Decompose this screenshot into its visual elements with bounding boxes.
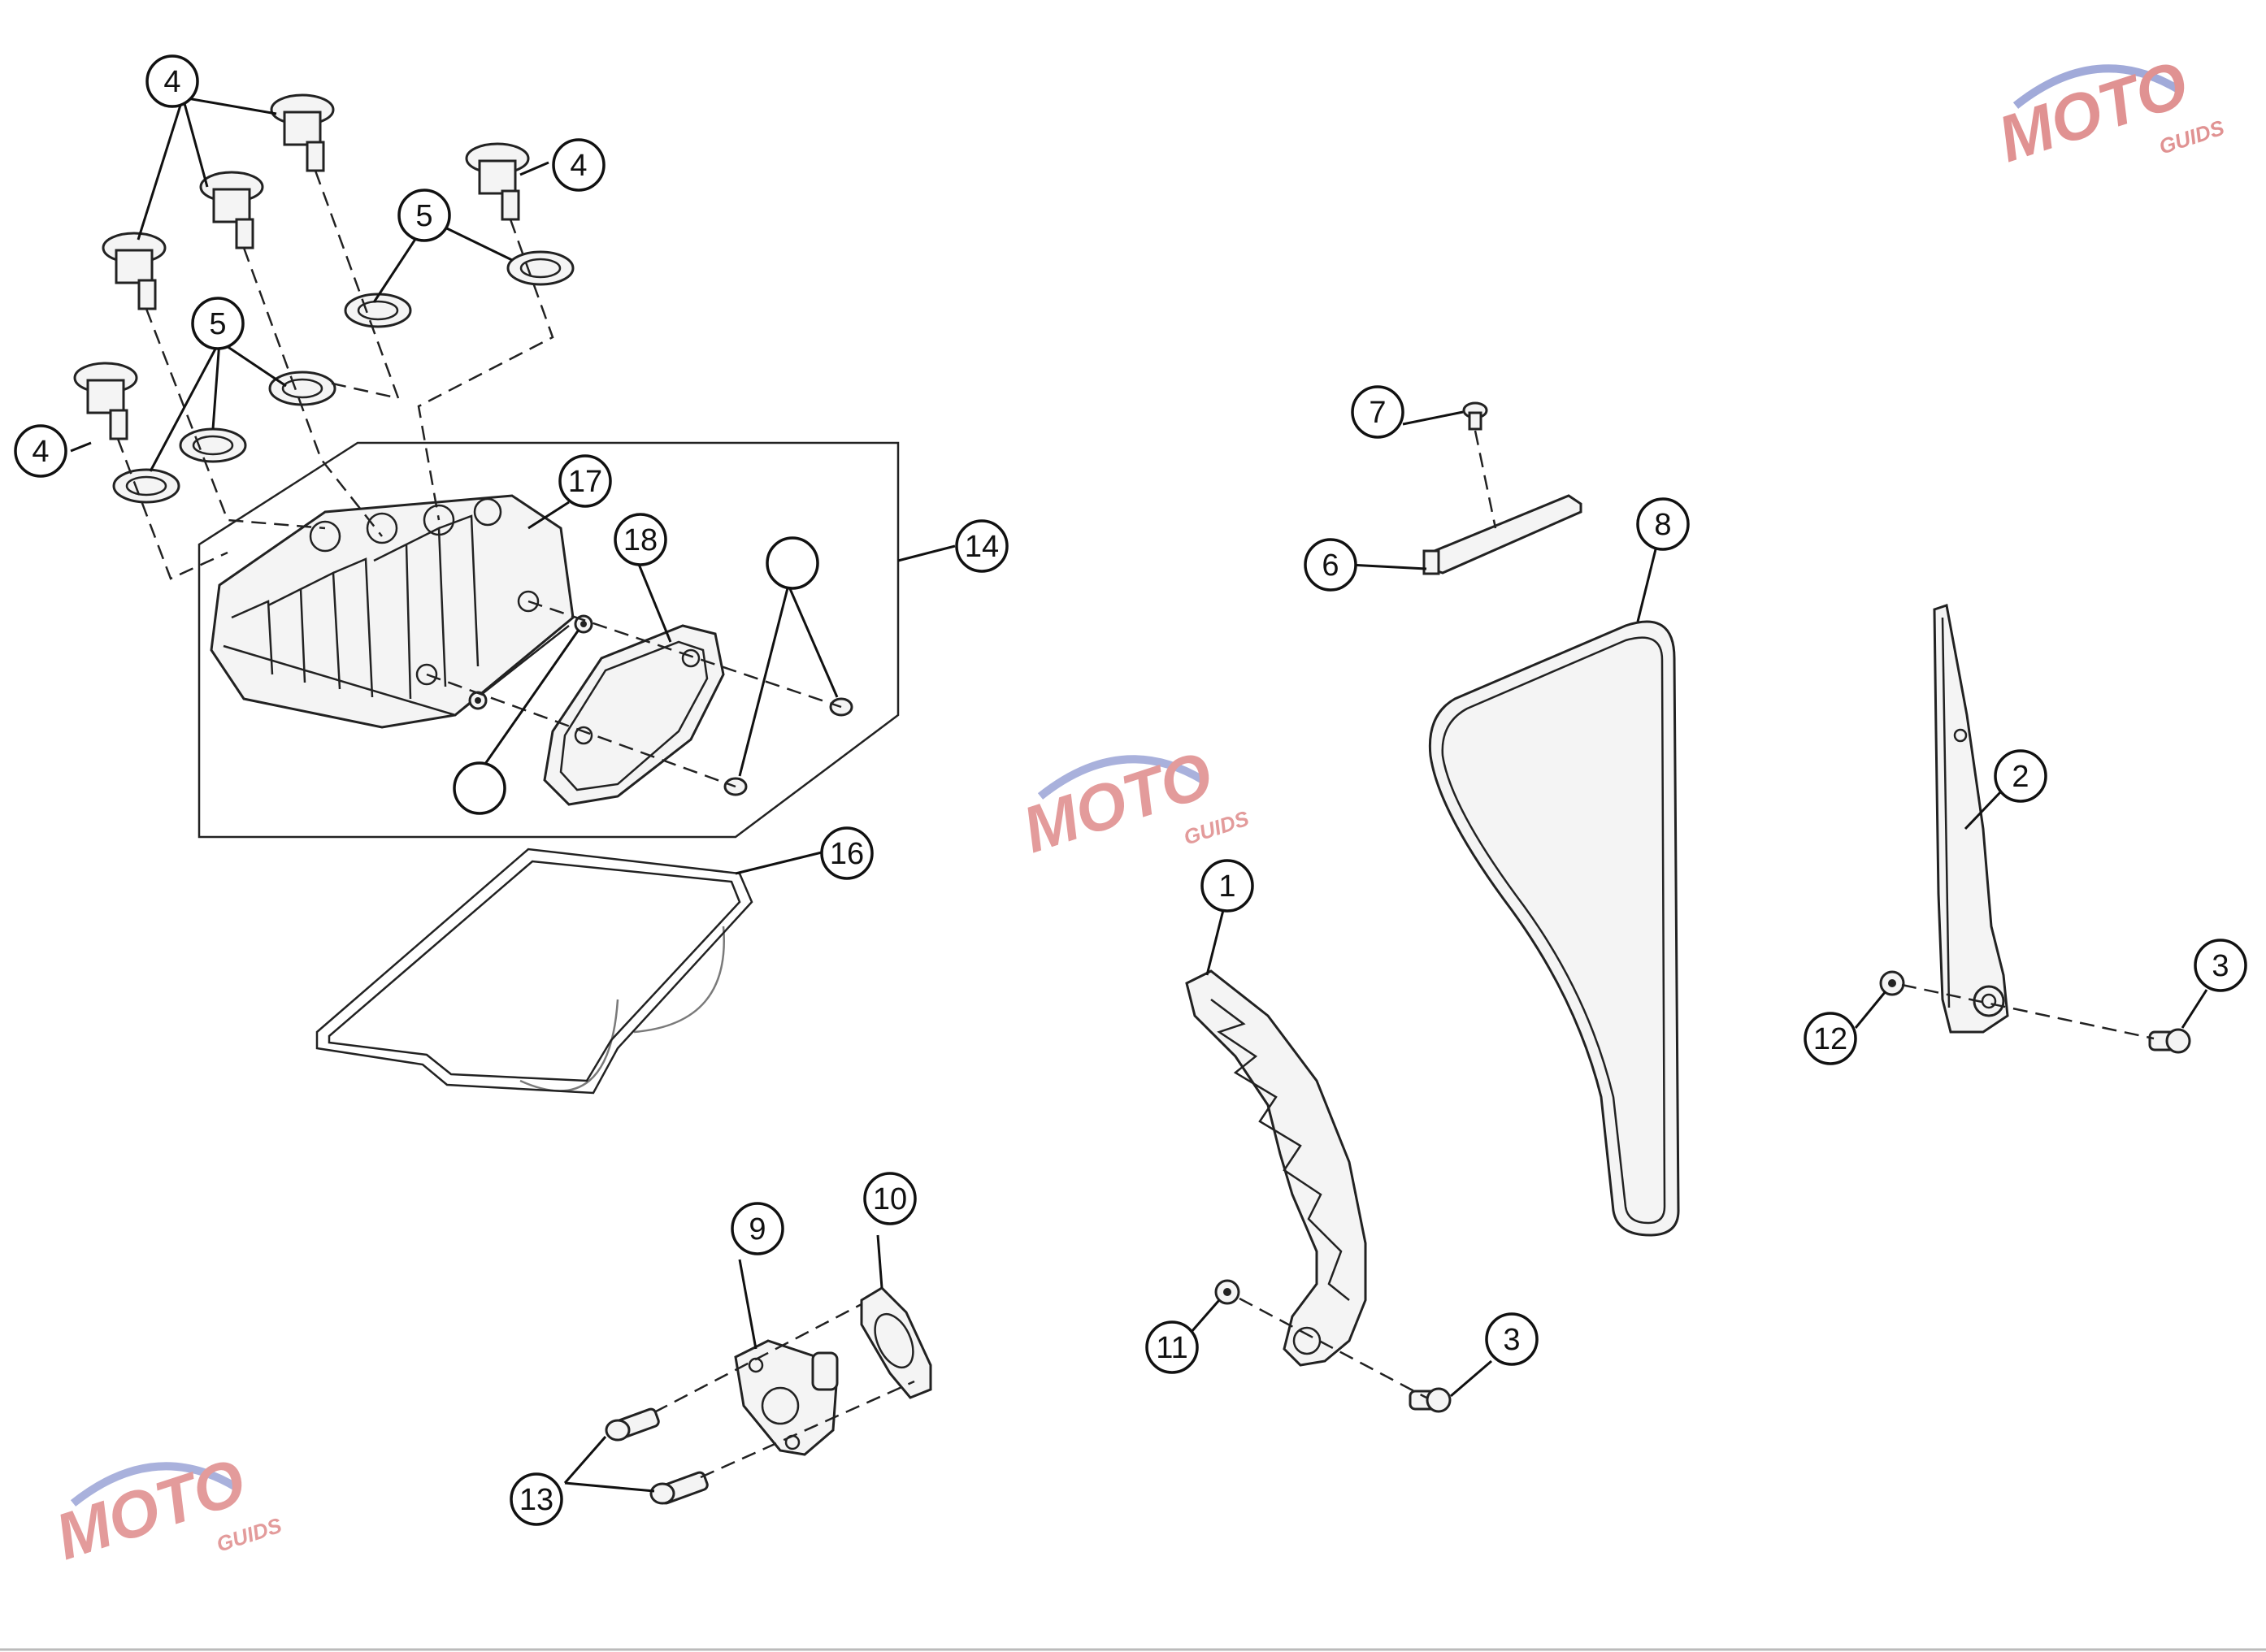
rail-bolt-2 [2148, 1028, 2191, 1054]
plug-cap-4 [73, 362, 138, 440]
svg-text:11: 11 [1156, 1331, 1187, 1365]
cover-washer-1 [574, 614, 593, 634]
tensioner-rail [1933, 604, 2009, 1034]
guide-bolt-1 [1409, 1387, 1452, 1413]
callout-18 [453, 761, 506, 815]
svg-text:16: 16 [830, 837, 864, 871]
svg-text:5: 5 [209, 307, 226, 341]
rail-washer-2 [1879, 970, 1905, 996]
callout-11-left: 11 [1145, 1320, 1199, 1374]
svg-text:18: 18 [623, 523, 658, 557]
callout-4-top: 4 [145, 54, 199, 108]
callout-7: 7 [1351, 385, 1404, 439]
callout-14: 16 [820, 826, 874, 880]
svg-text:8: 8 [1654, 508, 1671, 542]
callout-4-left: 4 [14, 424, 67, 478]
seal-ring-3 [268, 371, 336, 406]
valve-cover-group-frame [198, 441, 900, 839]
guide-washer-1 [1214, 1279, 1240, 1305]
watermark-logo-bottom-left: MOTO GUIDS [47, 1445, 285, 1573]
timing-chain [1428, 620, 1680, 1237]
seal-ring-4 [179, 427, 247, 463]
cover-washer-2 [468, 691, 488, 710]
callout-12: 14 [955, 519, 1009, 573]
svg-text:4: 4 [32, 435, 49, 469]
callout-10: 10 [863, 1172, 917, 1225]
seal-ring-1 [344, 293, 412, 328]
upper-chain-guide [1422, 494, 1582, 575]
chain-tensioner [734, 1339, 839, 1456]
svg-text:1: 1 [1218, 869, 1235, 904]
callout-17 [766, 536, 819, 590]
inspection-cover [543, 624, 725, 806]
valve-cover [210, 494, 575, 729]
callout-5-left: 5 [191, 297, 245, 350]
callout-3-bottom: 3 [1485, 1312, 1539, 1366]
svg-text:7: 7 [1369, 396, 1386, 430]
svg-text:17: 17 [568, 465, 602, 499]
tensioner-bolt-2 [649, 1471, 709, 1505]
svg-text:10: 10 [873, 1182, 907, 1216]
svg-text:3: 3 [1503, 1323, 1520, 1357]
callout-5-right: 5 [397, 189, 451, 242]
svg-text:2: 2 [2012, 760, 2029, 794]
watermark-logo-center: MOTO GUIDS [1014, 738, 1252, 866]
svg-text:12: 12 [1813, 1022, 1847, 1056]
callout-3-right: 3 [2194, 939, 2247, 992]
tensioner-bolt-1 [605, 1407, 660, 1442]
callout-9: 9 [731, 1202, 784, 1255]
watermark-logo-top-right: MOTO GUIDS [1990, 47, 2228, 176]
tensioner-gasket [860, 1286, 932, 1399]
plug-cap-3 [102, 232, 167, 310]
svg-text:3: 3 [2212, 949, 2229, 983]
callout-13: 13 [510, 1472, 563, 1526]
svg-text:9: 9 [749, 1212, 766, 1247]
plug-cap-1 [270, 93, 335, 172]
svg-text:4: 4 [570, 149, 587, 183]
callout-1: 1 [1200, 859, 1254, 913]
callout-16: 18 [614, 513, 667, 566]
callout-11-right: 12 [1804, 1012, 1857, 1065]
plug-cap-5 [465, 142, 530, 221]
callout-2: 2 [1994, 749, 2047, 803]
svg-text:14: 14 [965, 530, 999, 564]
callout-15: 17 [558, 454, 612, 508]
svg-text:4: 4 [163, 65, 180, 99]
callout-4-right: 4 [552, 138, 606, 192]
guide-screw [1462, 401, 1488, 431]
seal-ring-5 [112, 468, 180, 504]
svg-text:6: 6 [1322, 548, 1339, 583]
svg-text:5: 5 [415, 199, 432, 233]
chain-guide-rail [1185, 969, 1367, 1367]
valve-cover-gasket [315, 848, 753, 1095]
callout-6: 6 [1304, 538, 1357, 592]
svg-text:13: 13 [519, 1483, 553, 1517]
plug-cap-2 [199, 171, 264, 249]
seal-ring-2 [506, 250, 575, 286]
callout-8: 8 [1636, 497, 1690, 551]
